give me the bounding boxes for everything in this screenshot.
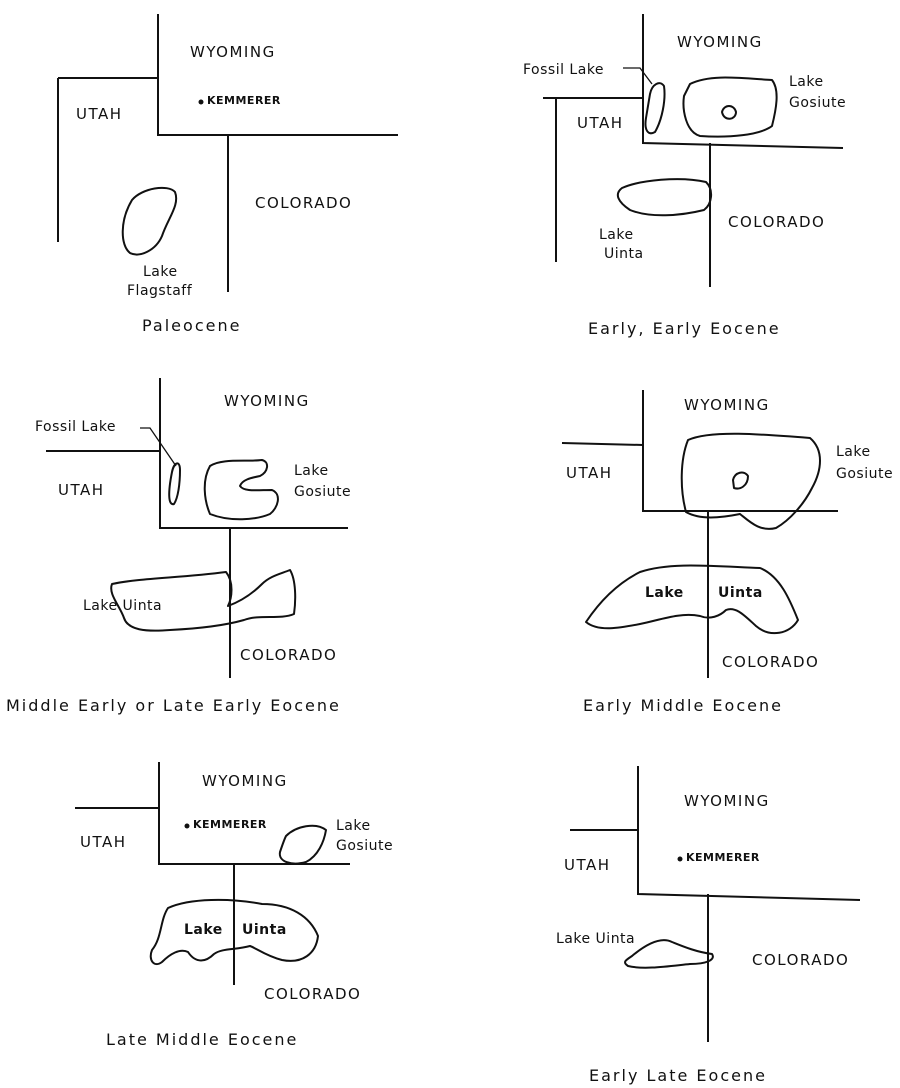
state-label-utah: UTAH	[564, 856, 611, 874]
town-label-kemmerer: KEMMERER	[686, 851, 760, 864]
town-dot	[184, 823, 190, 829]
state-label-colorado: COLORADO	[722, 653, 819, 671]
lake-gosiute	[203, 459, 279, 521]
lake-label-uinta-line2: Uinta	[604, 246, 644, 262]
state-label-utah: UTAH	[566, 464, 613, 482]
lake-label-gosiute-line2: Gosiute	[294, 484, 351, 500]
state-label-colorado: COLORADO	[728, 213, 825, 231]
lake-flagstaff	[121, 186, 178, 256]
map-panel-middle-early-eocene: WYOMING UTAH COLORADO Fossil Lake Lake G…	[6, 378, 351, 715]
town-label-kemmerer: KEMMERER	[193, 818, 267, 831]
map-caption-paleocene: Paleocene	[142, 316, 241, 335]
lake-label-gosiute-line1: Lake	[836, 444, 871, 460]
state-label-wyoming: WYOMING	[684, 792, 770, 810]
state-label-wyoming: WYOMING	[190, 43, 276, 61]
state-label-colorado: COLORADO	[264, 985, 361, 1003]
map-panel-early-middle-eocene: WYOMING UTAH COLORADO Lake Gosiute Lake …	[561, 390, 893, 715]
state-label-wyoming: WYOMING	[677, 33, 763, 51]
lake-label-uinta: Lake Uinta	[556, 931, 635, 947]
map-caption-middle-early-eocene: Middle Early or Late Early Eocene	[6, 696, 341, 715]
map-panel-early-late-eocene: WYOMING UTAH COLORADO KEMMERER Lake Uint…	[556, 766, 861, 1085]
lake-uinta	[110, 569, 297, 632]
state-label-utah: UTAH	[577, 114, 624, 132]
lake-label-uinta-line2: Uinta	[242, 922, 287, 938]
fossil-lake	[168, 462, 181, 506]
lake-label-flagstaff-line1: Lake	[143, 264, 178, 280]
map-caption-late-middle-eocene: Late Middle Eocene	[106, 1030, 298, 1049]
lake-label-gosiute-line1: Lake	[294, 463, 329, 479]
state-label-utah: UTAH	[76, 105, 123, 123]
map-panel-late-middle-eocene: WYOMING UTAH COLORADO KEMMERER Lake Gosi…	[75, 762, 393, 1049]
lake-label-uinta: Lake Uinta	[83, 598, 162, 614]
wyoming-border	[642, 14, 844, 149]
lake-label-fossil-lake: Fossil Lake	[523, 62, 604, 78]
wyoming-border	[637, 766, 861, 901]
wyoming-border	[158, 762, 350, 865]
lake-uinta	[624, 939, 714, 969]
lake-gosiute-island	[721, 105, 737, 120]
lake-label-fossil-lake: Fossil Lake	[35, 419, 116, 435]
lake-label-gosiute-line2: Gosiute	[336, 838, 393, 854]
fossil-lake-leader	[623, 67, 653, 85]
fossil-lake-leader	[140, 427, 177, 467]
lake-gosiute	[278, 824, 327, 865]
lake-label-gosiute-line1: Lake	[789, 74, 824, 90]
lake-gosiute	[682, 76, 778, 138]
lake-gosiute	[680, 432, 821, 530]
map-panel-paleocene: WYOMING UTAH COLORADO KEMMERER Lake Flag…	[57, 14, 398, 335]
lake-uinta	[149, 898, 319, 966]
lake-gosiute-island	[732, 471, 749, 490]
wyoming-border	[159, 378, 348, 529]
lake-label-uinta-line2: Uinta	[718, 585, 763, 601]
lake-label-gosiute-line2: Gosiute	[789, 95, 846, 111]
state-label-wyoming: WYOMING	[684, 396, 770, 414]
map-caption-early-early-eocene: Early, Early Eocene	[588, 319, 781, 338]
lake-label-gosiute-line2: Gosiute	[836, 466, 893, 482]
town-dot	[198, 99, 204, 105]
map-caption-early-middle-eocene: Early Middle Eocene	[583, 696, 783, 715]
lake-label-flagstaff-line2: Flagstaff	[127, 283, 193, 299]
map-caption-early-late-eocene: Early Late Eocene	[589, 1066, 767, 1085]
lake-label-uinta-line1: Lake	[645, 585, 684, 601]
state-label-colorado: COLORADO	[255, 194, 352, 212]
state-label-wyoming: WYOMING	[224, 392, 310, 410]
lake-label-uinta-line1: Lake	[599, 227, 634, 243]
state-label-utah: UTAH	[58, 481, 105, 499]
lake-uinta	[585, 564, 799, 635]
wyoming-border	[642, 390, 838, 512]
map-panel-early-early-eocene: WYOMING UTAH COLORADO Fossil Lake Lake G…	[523, 14, 846, 338]
lake-label-gosiute-line1: Lake	[336, 818, 371, 834]
state-label-wyoming: WYOMING	[202, 772, 288, 790]
state-label-colorado: COLORADO	[752, 951, 849, 969]
lake-uinta	[616, 178, 712, 217]
lake-label-uinta-line1: Lake	[184, 922, 223, 938]
fossil-lake	[644, 82, 666, 135]
wyoming-border	[157, 14, 398, 136]
utah-north-border	[561, 442, 644, 446]
state-label-colorado: COLORADO	[240, 646, 337, 664]
town-dot	[677, 856, 683, 862]
state-label-utah: UTAH	[80, 833, 127, 851]
town-label-kemmerer: KEMMERER	[207, 94, 281, 107]
